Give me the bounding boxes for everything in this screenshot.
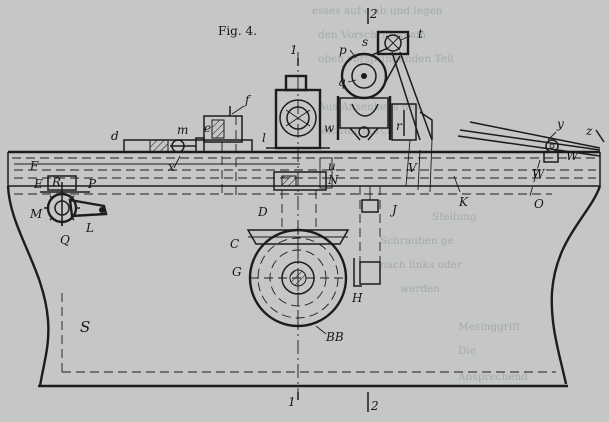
section-lines: 1 2 1 2 [288, 7, 379, 413]
label-z: z [585, 124, 593, 138]
left-gear-assembly: F E R P M Q L [29, 159, 108, 247]
label-section-2-top: 2 [369, 7, 378, 21]
label-q: q [338, 75, 346, 89]
label-H: H [351, 291, 363, 305]
svg-text:oben vorspringenden Teil: oben vorspringenden Teil [318, 53, 454, 65]
svg-text:nach links oder: nach links oder [380, 259, 463, 271]
svg-text:Die: Die [458, 345, 476, 357]
label-s: s [362, 35, 368, 49]
label-W: W [532, 167, 546, 181]
label-E: E [33, 177, 43, 191]
label-BB1: BB [325, 330, 344, 344]
label-N: N [327, 173, 339, 187]
middle-mechanism: u N D J V K [257, 149, 469, 276]
label-d: d [111, 129, 119, 143]
svg-text:Schrauben ge: Schrauben ge [380, 235, 454, 247]
label-section-1-bottom: 1 [288, 395, 296, 409]
svg-text:Ansprechend: Ansprechend [457, 371, 528, 383]
label-J: J [389, 203, 398, 217]
label-W1: W [566, 149, 580, 163]
label-R: R [51, 175, 61, 189]
label-section-1-top: 1 [290, 43, 298, 57]
svg-text:Mesinggriff: Mesinggriff [458, 321, 521, 333]
label-t: t [418, 27, 423, 41]
label-M: M [29, 207, 43, 221]
label-r: r [396, 119, 403, 133]
label-section-2-bottom: 2 [370, 399, 379, 413]
label-S: S [80, 318, 90, 336]
label-K: K [458, 195, 469, 209]
label-m: m [177, 123, 188, 137]
label-f: f [244, 93, 252, 107]
svg-text:esses auf c ab und legen: esses auf c ab und legen [312, 5, 443, 17]
label-F: F [29, 159, 39, 173]
label-O: O [534, 197, 544, 211]
figure-caption: Fig. 4. [218, 24, 257, 38]
label-x: x [168, 160, 175, 174]
label-D: D [257, 205, 268, 219]
label-G: G [232, 265, 242, 279]
label-p: p [339, 43, 347, 57]
label-V: V [408, 161, 418, 175]
label-w: w [324, 121, 335, 135]
label-u: u [328, 159, 336, 173]
right-lever: y z W W O [457, 117, 605, 211]
bleed-through: esses auf c ab und legen den Vorschrifte… [312, 5, 528, 383]
svg-text:Stellung: Stellung [432, 211, 477, 223]
svg-text:werden: werden [400, 283, 440, 295]
label-Q: Q [60, 233, 70, 247]
label-y: y [556, 117, 564, 131]
left-carriage: d m x [111, 123, 253, 174]
machine-frame: S [6, 150, 602, 388]
lower-gear-assembly: C G H BB [230, 226, 381, 344]
label-L: L [85, 221, 94, 235]
roller-head: l [262, 74, 330, 150]
bracket-e-f: e f [203, 93, 252, 196]
svg-text:den Vorschriften am: den Vorschriften am [318, 29, 426, 41]
label-C: C [230, 237, 239, 251]
label-l: l [262, 131, 266, 145]
label-e: e [204, 121, 211, 135]
label-P: P [87, 177, 97, 191]
upper-mechanism: p q s t r w [324, 27, 433, 193]
